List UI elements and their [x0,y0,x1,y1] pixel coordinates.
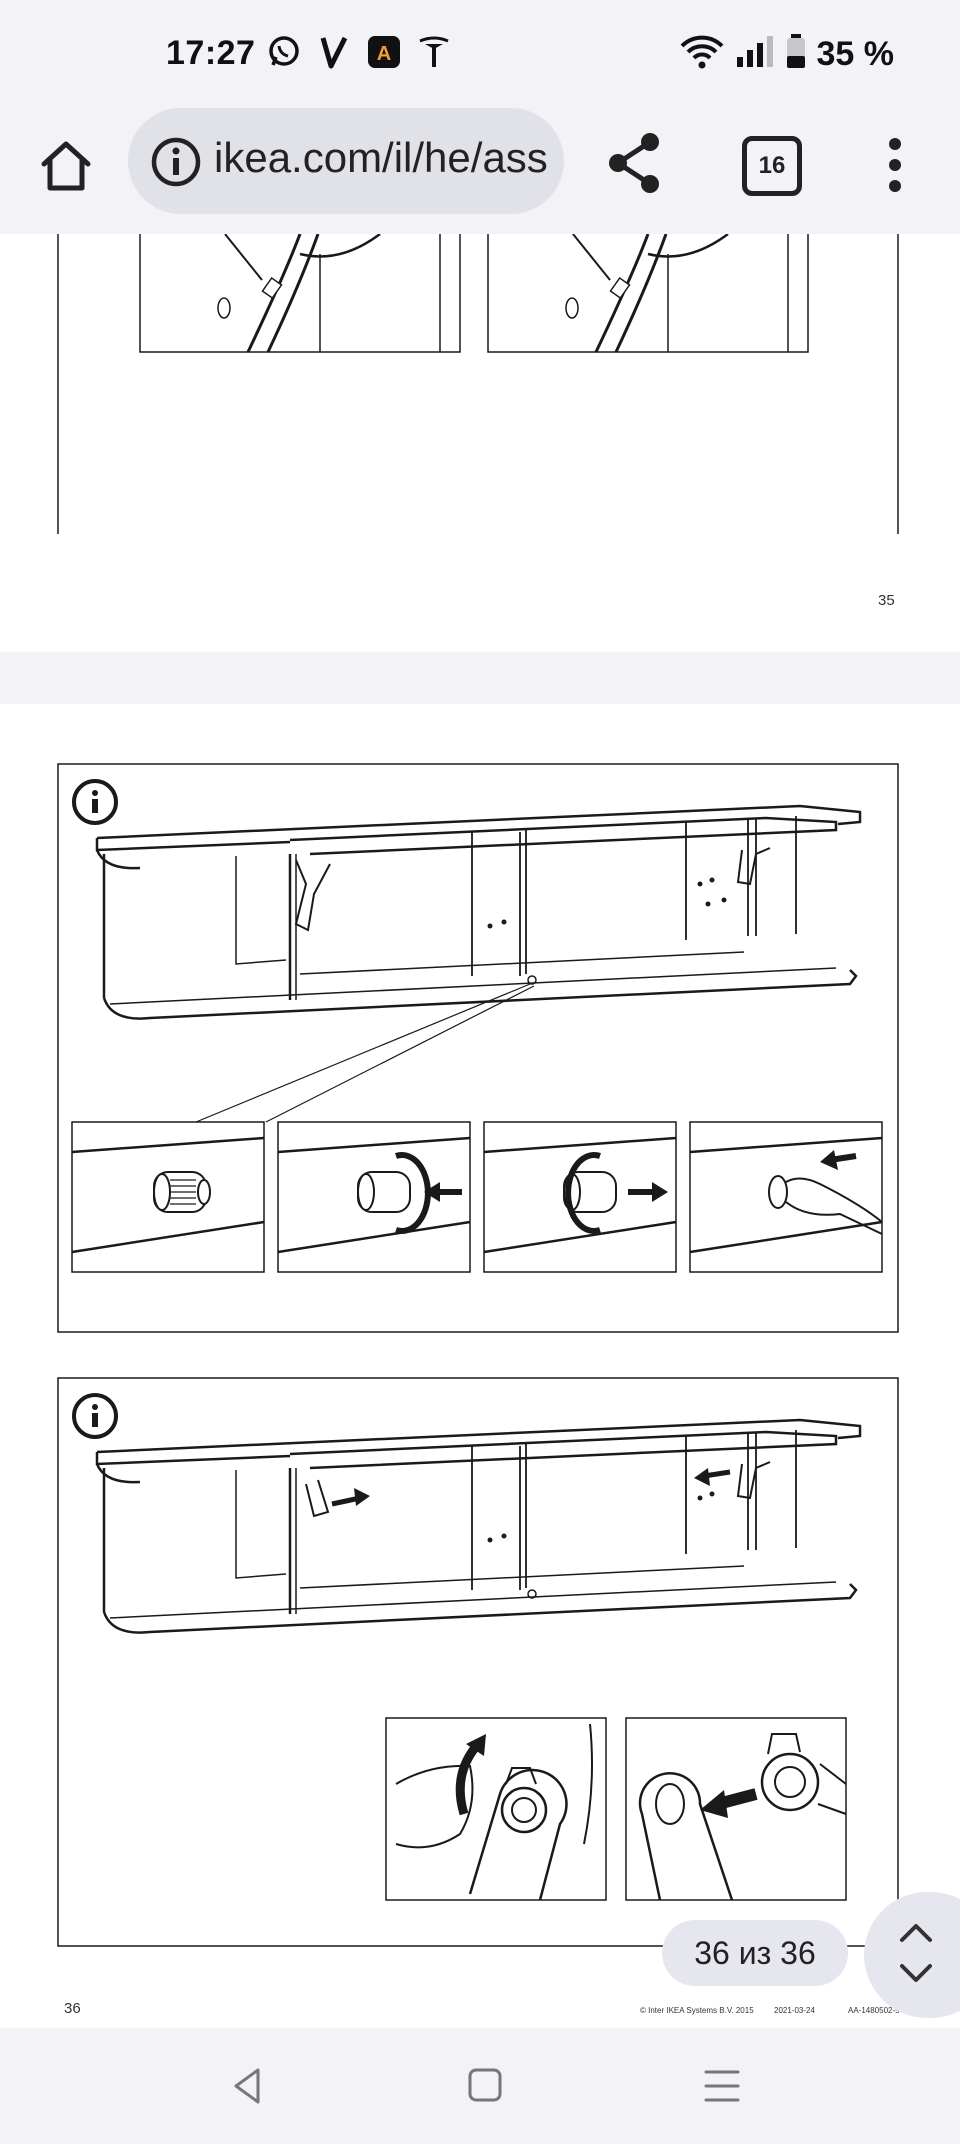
back-triangle-icon [234,2068,260,2104]
whatsapp-icon [266,34,302,70]
tab-switcher-button[interactable]: 16 [742,136,802,196]
more-vert-icon [889,138,901,192]
site-info-icon[interactable] [148,134,204,190]
recents-lines-icon [704,2070,740,2102]
battery-percentage: 35 % [816,35,895,73]
info-icon-1 [72,779,118,825]
pdf-document[interactable]: 35 [0,234,960,2028]
signal-icon [735,35,775,74]
aliexpress-icon: A [366,34,402,70]
page-35-number: 35 [878,592,895,609]
page-35-illustration [57,234,899,534]
status-time: 17:27 [166,34,256,72]
home-square-icon [468,2068,502,2102]
page-36-number: 36 [64,2000,81,2017]
battery-icon [785,34,807,75]
info-icon-2 [72,1393,118,1439]
page-separator [0,652,960,704]
share-button[interactable] [600,128,670,198]
browser-toolbar: ikea.com/il/he/ass 16 [0,108,960,235]
fast-scroll-handle[interactable] [864,1892,960,2018]
scroll-arrows-icon [900,1924,932,1982]
home-icon [41,141,91,191]
menu-button[interactable] [874,130,916,200]
back-button[interactable] [226,2064,270,2108]
svg-text:A: A [377,43,391,65]
v-app-icon [316,34,352,70]
home-button[interactable] [30,130,102,202]
system-navigation-bar [0,2028,960,2144]
notification-icons: A [266,34,452,70]
url-text: ikea.com/il/he/ass [214,134,548,181]
tesla-icon [416,34,452,70]
home-nav-button[interactable] [464,2064,508,2108]
page-indicator: 36 из 36 [662,1920,848,1986]
footer-date: 2021-03-24 [774,2006,815,2015]
status-bar: 17:27 A 35 % [0,0,960,108]
recents-button[interactable] [700,2064,744,2108]
address-bar[interactable]: ikea.com/il/he/ass [128,108,564,214]
wifi-icon [679,34,725,75]
page-36-illustration [57,763,899,1947]
footer-copyright: © Inter IKEA Systems B.V. 2015 [640,2006,754,2015]
footer-code: AA-1480502-5 [848,2006,900,2015]
share-icon [609,133,659,193]
system-icons: 35 % [679,34,895,75]
